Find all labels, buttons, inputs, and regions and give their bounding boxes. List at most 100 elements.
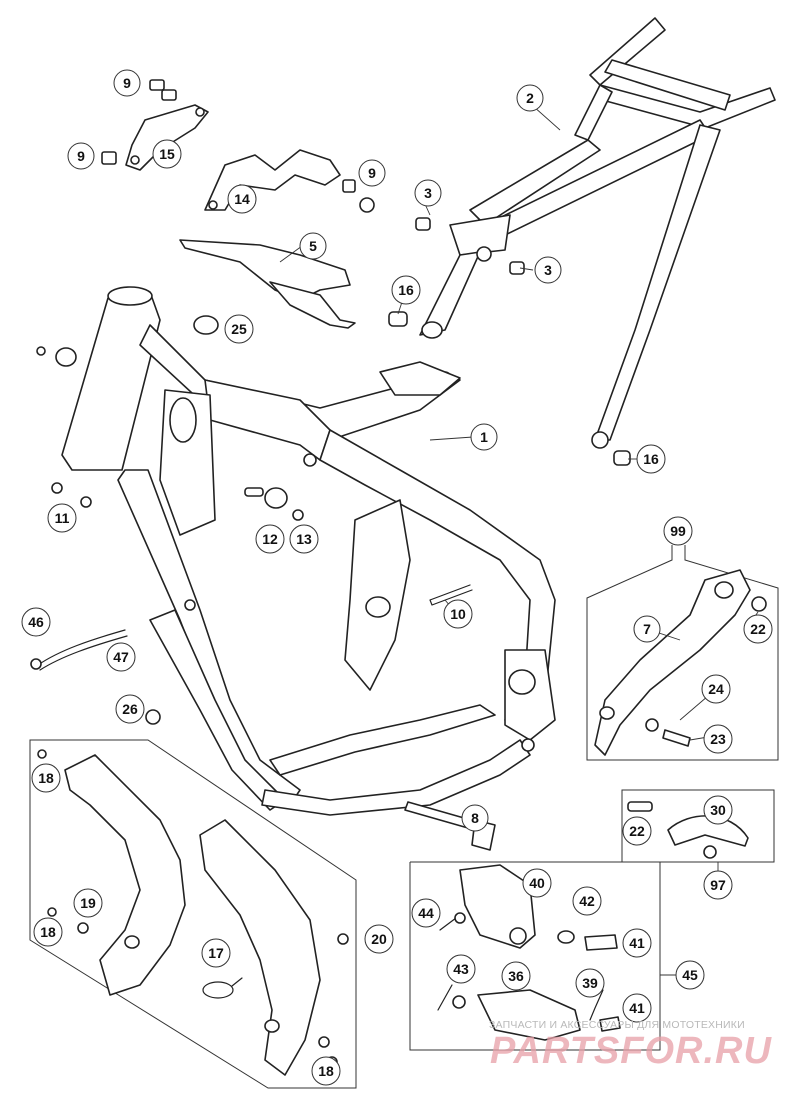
callout-18c: 18	[311, 1056, 341, 1086]
callout-2: 2	[516, 84, 544, 112]
callout-3a: 3	[414, 179, 442, 207]
callout-24: 24	[701, 674, 731, 704]
svg-text:97: 97	[710, 877, 726, 893]
frame-guard-left	[64, 754, 186, 996]
callout-44: 44	[411, 898, 441, 928]
svg-text:23: 23	[710, 731, 726, 747]
svg-text:12: 12	[262, 531, 278, 547]
svg-text:20: 20	[371, 931, 387, 947]
svg-text:26: 26	[122, 701, 138, 717]
callout-labels: 1 2 3 3 5 7 8 9 9 9 10 11 12 13 14 15 16…	[21, 69, 773, 1086]
svg-text:42: 42	[579, 893, 595, 909]
callout-42: 42	[572, 886, 602, 916]
svg-text:9: 9	[123, 75, 131, 91]
svg-text:40: 40	[529, 875, 545, 891]
svg-text:36: 36	[508, 968, 524, 984]
callout-97: 97	[703, 870, 733, 900]
callout-22b: 22	[622, 816, 652, 846]
svg-text:39: 39	[582, 975, 598, 991]
svg-text:8: 8	[471, 810, 479, 826]
svg-text:41: 41	[629, 935, 645, 951]
svg-text:99: 99	[670, 523, 686, 539]
svg-text:3: 3	[424, 185, 432, 201]
svg-text:9: 9	[368, 165, 376, 181]
callout-41b: 41	[622, 993, 652, 1023]
main-frame	[61, 286, 556, 816]
cap-12-13	[36, 346, 304, 521]
clip-10	[429, 584, 473, 606]
callout-16b: 16	[636, 444, 666, 474]
callout-46: 46	[21, 607, 51, 637]
callout-25: 25	[224, 314, 254, 344]
svg-text:10: 10	[450, 606, 466, 622]
svg-text:41: 41	[629, 1000, 645, 1016]
callout-12: 12	[255, 524, 285, 554]
callout-39: 39	[575, 968, 605, 998]
svg-text:22: 22	[629, 823, 645, 839]
callout-7: 7	[633, 615, 661, 643]
callout-3b: 3	[534, 256, 562, 284]
footrest-40	[459, 864, 536, 949]
watermark-brand: PARTSFOR.RU	[490, 1030, 772, 1072]
callout-18a: 18	[31, 763, 61, 793]
svg-text:1: 1	[480, 429, 488, 445]
bolts-3	[415, 217, 525, 275]
callout-14: 14	[227, 184, 257, 214]
chain-slider-30	[667, 815, 749, 859]
callout-10: 10	[443, 599, 473, 629]
group-box-97	[621, 789, 775, 872]
callout-9a: 9	[113, 69, 141, 97]
watermark-tagline: ЗАПЧАСТИ И АКСЕССУАРЫ ДЛЯ МОТОТЕХНИКИ	[489, 1019, 745, 1031]
bolt-16	[388, 311, 631, 466]
svg-text:18: 18	[318, 1063, 334, 1079]
callout-9b: 9	[67, 142, 95, 170]
svg-text:18: 18	[38, 770, 54, 786]
svg-text:25: 25	[231, 321, 247, 337]
callout-20: 20	[364, 924, 394, 954]
rear-subframe	[419, 17, 776, 449]
brake-pedal-7	[594, 569, 751, 756]
svg-text:18: 18	[40, 924, 56, 940]
callout-22a: 22	[743, 614, 773, 644]
svg-text:17: 17	[208, 945, 224, 961]
group-box-45	[409, 861, 688, 1051]
footrest-hardware	[437, 912, 621, 1032]
group-box-99	[586, 545, 779, 761]
frame-guard-right	[199, 819, 321, 1076]
svg-text:16: 16	[398, 282, 414, 298]
callout-1: 1	[470, 423, 498, 451]
callout-41a: 41	[622, 928, 652, 958]
svg-text:22: 22	[750, 621, 766, 637]
callout-9c: 9	[358, 159, 386, 187]
svg-text:44: 44	[418, 905, 434, 921]
callout-26: 26	[115, 694, 145, 724]
callout-15: 15	[152, 139, 182, 169]
callout-47: 47	[106, 642, 136, 672]
bolt-22-chain	[627, 801, 653, 812]
hose-46-47	[30, 629, 128, 671]
svg-text:15: 15	[159, 146, 175, 162]
callout-40: 40	[522, 868, 552, 898]
screws-18-19-20	[37, 749, 349, 1068]
callout-16a: 16	[391, 275, 421, 305]
svg-text:13: 13	[296, 531, 312, 547]
skid-plate-5	[179, 239, 356, 329]
nut-26	[145, 709, 161, 725]
callout-23: 23	[703, 724, 733, 754]
svg-text:14: 14	[234, 191, 250, 207]
svg-text:7: 7	[643, 621, 651, 637]
group-box-frame-guards	[29, 739, 357, 1089]
callout-45: 45	[675, 960, 705, 990]
callout-99: 99	[663, 516, 693, 546]
callout-11: 11	[47, 503, 77, 533]
callout-13: 13	[289, 524, 319, 554]
svg-text:2: 2	[526, 90, 534, 106]
svg-text:45: 45	[682, 967, 698, 983]
callout-43: 43	[446, 954, 476, 984]
svg-text:43: 43	[453, 961, 469, 977]
cable-tie-17	[202, 977, 243, 999]
svg-text:46: 46	[28, 614, 44, 630]
svg-text:9: 9	[77, 148, 85, 164]
brake-pedal-hardware	[645, 596, 767, 747]
